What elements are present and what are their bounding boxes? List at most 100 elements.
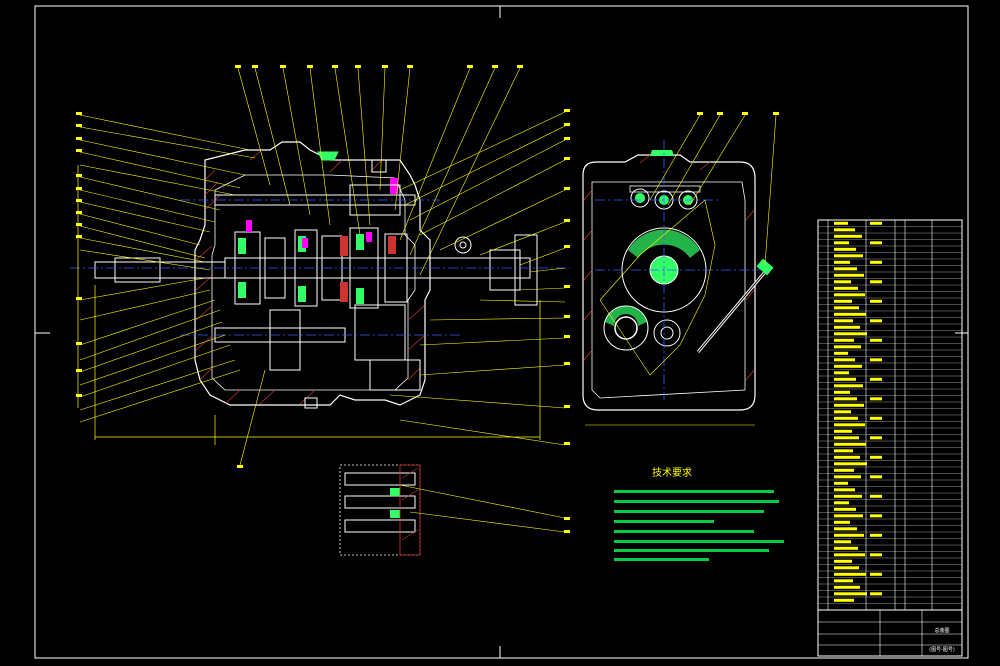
parts-row-text-mark — [834, 416, 858, 420]
parts-row-text-mark — [834, 228, 855, 232]
countershaft-gear — [269, 309, 301, 371]
parts-row-text-mark — [834, 533, 864, 537]
parts-row-material-mark — [870, 436, 882, 440]
title-block-drawing-name: 总装图 — [934, 627, 949, 634]
parts-row-text-mark — [834, 332, 867, 336]
side-lug — [454, 236, 472, 254]
parts-row-text-mark — [834, 436, 859, 440]
parts-row-text-mark — [834, 455, 860, 459]
detail-hatch — [399, 464, 421, 556]
parts-row-text-mark — [834, 306, 859, 310]
parts-row-text-mark — [834, 494, 862, 498]
parts-row-material-mark — [870, 358, 882, 362]
parts-row-text-mark — [834, 247, 856, 251]
left-leaders — [79, 114, 256, 423]
parts-row-text-mark — [834, 280, 851, 284]
parts-row-text-mark — [834, 293, 865, 297]
parts-row-text-mark — [834, 286, 858, 290]
side-dim-link — [599, 199, 716, 376]
parts-row-text-mark — [834, 585, 860, 589]
parts-row-text-mark — [834, 514, 863, 518]
parts-row-material-mark — [870, 416, 882, 420]
parts-row-material-mark — [870, 553, 882, 557]
detail-leader-2 — [409, 511, 566, 533]
parts-row-text-mark — [834, 312, 866, 316]
parts-row-text-mark — [834, 598, 854, 602]
top-cap — [650, 150, 674, 156]
tech-req-title: 技术要求 — [652, 466, 692, 479]
outer-frame — [34, 5, 969, 659]
side-lug-inner — [459, 241, 467, 249]
housing-hatch — [195, 149, 425, 405]
title-block-note: (图号-图号) — [929, 647, 955, 653]
parts-row-material-mark — [870, 514, 882, 518]
parts-row-text-mark — [834, 234, 862, 238]
main-view-dimensions — [77, 165, 541, 445]
parts-row-text-mark — [834, 377, 856, 381]
parts-row-text-mark — [834, 429, 852, 433]
gear-section-fills — [238, 178, 398, 304]
input-shaft-spline — [114, 257, 161, 283]
parts-row-text-mark — [834, 267, 857, 271]
breather-knob — [317, 151, 339, 161]
parts-row-material-mark — [870, 572, 882, 576]
parts-row-text-mark — [834, 520, 850, 524]
detail-shaft-1 — [344, 472, 416, 486]
parts-row-material-mark — [870, 455, 882, 459]
technical-requirements: 技术要求 — [614, 466, 784, 561]
parts-row-text-mark — [834, 572, 866, 576]
parts-row-text-mark — [834, 351, 848, 355]
parts-row-text-mark — [834, 546, 858, 550]
parts-row-text-mark — [834, 566, 859, 570]
right-leaders — [389, 111, 566, 446]
detail-leader-1 — [399, 484, 566, 519]
detail-ball-2 — [390, 510, 400, 518]
output-flange — [514, 234, 538, 306]
tech-req-lines — [614, 490, 784, 561]
parts-row-material-mark — [870, 377, 882, 381]
parts-row-material-mark — [870, 260, 882, 264]
parts-row-text-mark — [834, 364, 862, 368]
dipstick-inner — [697, 271, 766, 353]
shift-rod-fill — [635, 193, 693, 205]
output-flange-hub — [489, 249, 521, 291]
side-housing-inner — [591, 181, 746, 399]
parts-row-material-mark — [870, 319, 882, 323]
drain-plug — [304, 397, 318, 409]
parts-row-text-mark — [834, 442, 866, 446]
parts-row-text-mark — [834, 254, 863, 258]
housing-inner — [211, 174, 416, 391]
parts-row-material-mark — [870, 475, 882, 479]
parts-row-text-mark — [834, 481, 848, 485]
parts-row-text-mark — [834, 384, 863, 388]
side-hatch — [583, 154, 755, 381]
parts-row-material-mark — [870, 221, 882, 225]
parts-row-text-mark — [834, 468, 854, 472]
detail-shaft-2 — [344, 495, 416, 509]
parts-row-text-mark — [834, 462, 867, 466]
parts-row-text-mark — [834, 540, 851, 544]
title-block: 总装图 (图号-图号) — [817, 609, 963, 657]
countershaft-section — [603, 305, 649, 351]
side-leaders — [649, 114, 777, 266]
parts-row-text-mark — [834, 358, 855, 362]
parts-row-text-mark — [834, 559, 852, 563]
parts-row-text-mark — [834, 299, 852, 303]
parts-row-text-mark — [834, 423, 865, 427]
reverse-idler — [369, 359, 421, 391]
detail-shaft-3 — [344, 519, 416, 533]
parts-row-material-mark — [870, 397, 882, 401]
parts-row-text-mark — [834, 488, 855, 492]
top-leaders — [237, 67, 521, 276]
parts-row-text-mark — [834, 371, 849, 375]
top-plug — [371, 159, 387, 173]
parts-row-text-mark — [834, 553, 865, 557]
parts-row-text-mark — [834, 410, 851, 414]
parts-row-text-mark — [834, 403, 864, 407]
parts-row-material-mark — [870, 299, 882, 303]
parts-row-text-mark — [834, 325, 860, 329]
idler-bore — [660, 326, 674, 340]
countershaft-hatch — [605, 306, 647, 326]
side-section-view — [582, 112, 779, 426]
